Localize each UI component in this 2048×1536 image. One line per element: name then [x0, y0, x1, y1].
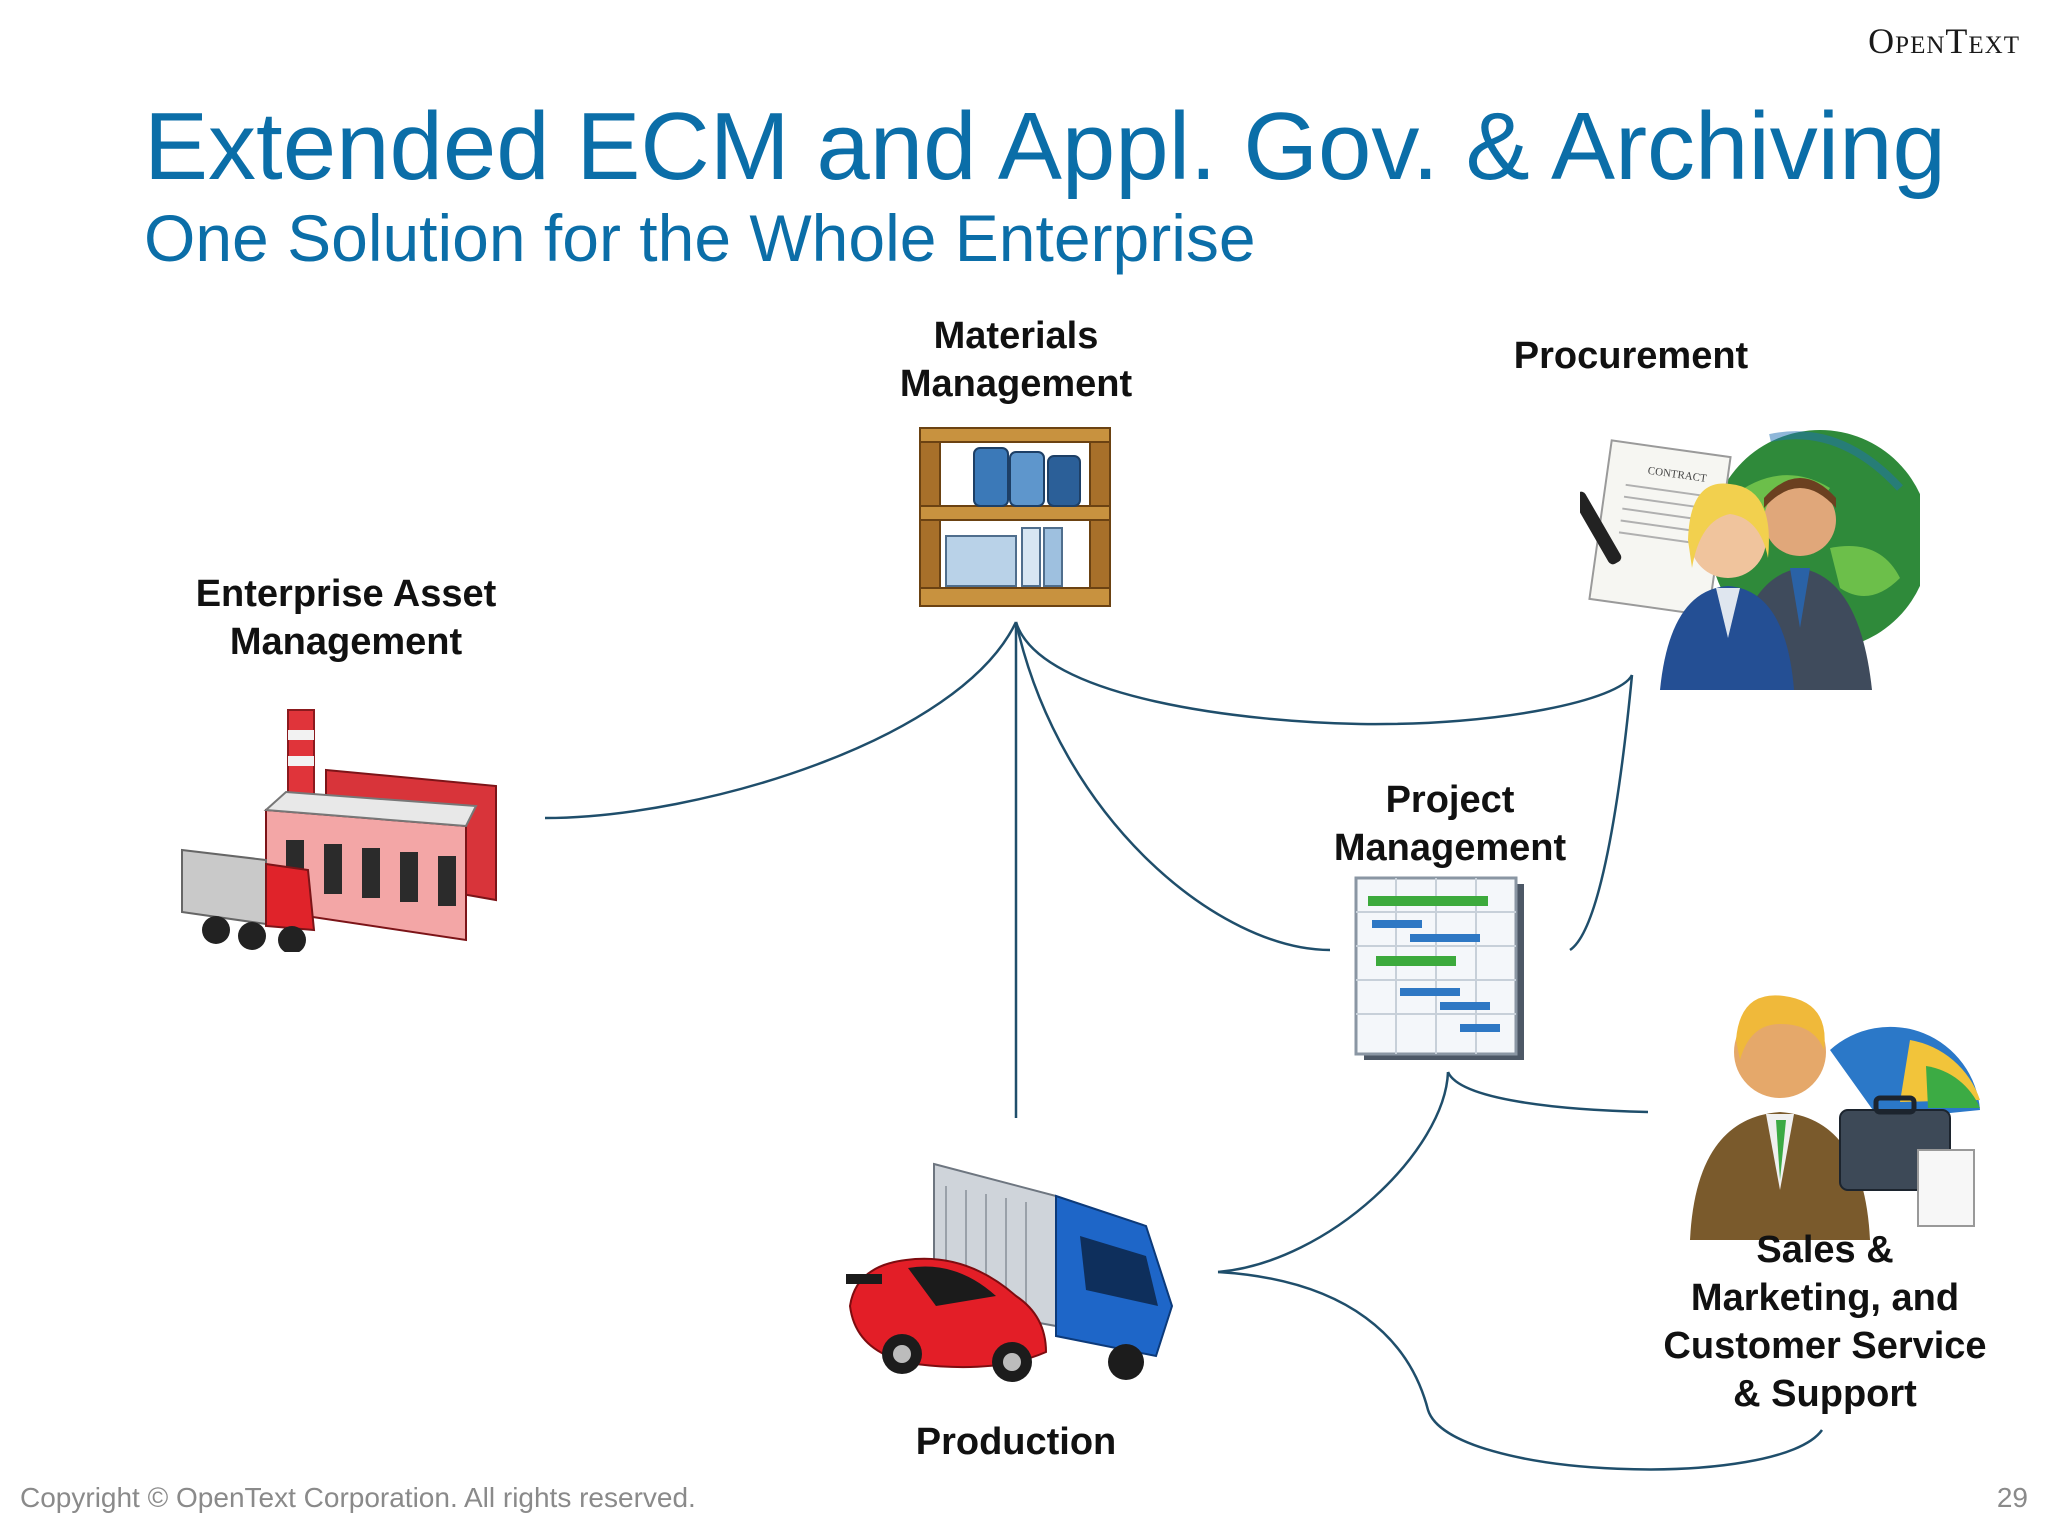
page-subtitle: One Solution for the Whole Enterprise: [144, 201, 1256, 275]
connector-materials-asset: [544, 621, 1018, 820]
connector-materials-project: [1014, 621, 1331, 952]
materials-management-label: Materials Management: [899, 315, 1133, 405]
businessman-briefcase-pie-chart-icon: [1690, 995, 1980, 1240]
connector-production-sales: [1217, 1270, 1824, 1471]
enterprise-asset-management-label: Enterprise Asset Management: [195, 573, 497, 663]
connector-materials-procurement: [1014, 621, 1634, 726]
car-and-truck-icon: [846, 1162, 1174, 1382]
warehouse-shelf-icon: [919, 427, 1111, 607]
gantt-chart-icon: [1354, 876, 1524, 1060]
page-number: 29: [1996, 1482, 2028, 1513]
connector-procurement-project: [1569, 674, 1634, 952]
copyright-footer: Copyright © OpenText Corporation. All ri…: [20, 1482, 696, 1513]
production-label: Production: [915, 1421, 1117, 1463]
sales-marketing-customer-service-label: Sales & Marketing, and Customer Service …: [1663, 1229, 1987, 1415]
connector-production-project: [1217, 1071, 1450, 1274]
connector-project-sales: [1446, 1071, 1649, 1114]
contract-business-people-globe-icon: CONTRACT: [1580, 430, 1920, 690]
opentext-logo: OpenText: [1868, 21, 2020, 61]
procurement-label: Procurement: [1513, 335, 1749, 377]
factory-truck-icon: [181, 709, 497, 952]
page-title: Extended ECM and Appl. Gov. & Archiving: [144, 93, 1946, 200]
project-management-label: Project Management: [1333, 779, 1567, 869]
